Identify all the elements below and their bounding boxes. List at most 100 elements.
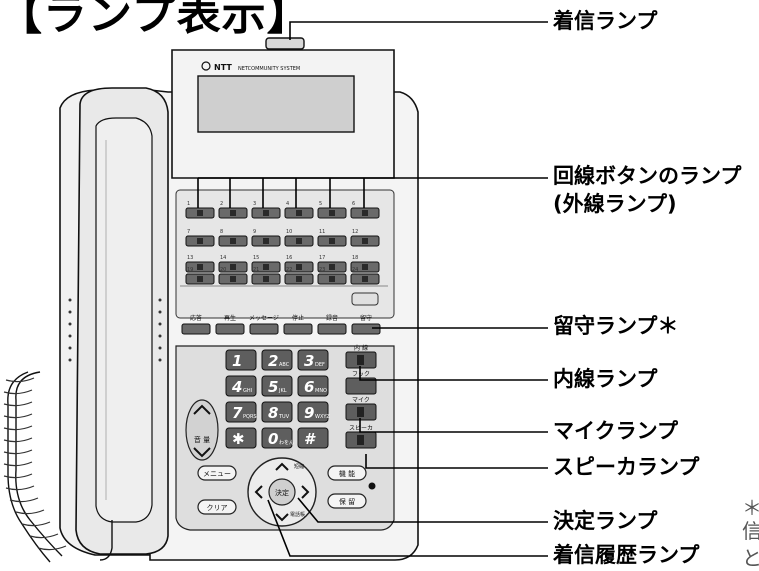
line-key[interactable]: 14 xyxy=(218,255,248,273)
line-key[interactable]: 13 xyxy=(185,255,215,273)
incoming-lamp xyxy=(265,37,305,50)
line-key[interactable]: 9 xyxy=(251,229,281,247)
line-lamp xyxy=(230,238,236,244)
line-key[interactable]: 18 xyxy=(350,255,380,273)
line-key[interactable]: 5 xyxy=(317,201,347,219)
line-lamp xyxy=(230,210,236,216)
line-key[interactable]: 16 xyxy=(284,255,314,273)
volume-rocker[interactable] xyxy=(185,399,219,461)
nav-down-label: 電話帳 xyxy=(290,511,305,518)
line-key[interactable]: 8 xyxy=(218,229,248,247)
line-key[interactable]: 17 xyxy=(317,255,347,273)
nav-down-icon xyxy=(275,513,289,522)
line-key[interactable]: 3 xyxy=(251,201,281,219)
line-key[interactable]: 24 xyxy=(350,267,380,285)
function-key-label: 録音 xyxy=(326,314,338,322)
dial-key-digit: 8 xyxy=(268,404,278,422)
line-key-number: 17 xyxy=(319,255,325,261)
leader-decide xyxy=(297,497,548,523)
line-lamp xyxy=(263,238,269,244)
function-key-label: 再生 xyxy=(224,314,236,322)
line-key-number: 1 xyxy=(187,201,190,207)
dial-key-digit: # xyxy=(304,430,316,448)
callout-mic-lamp: マイクランプ xyxy=(553,419,678,443)
dial-key-digit: 9 xyxy=(304,404,314,422)
line-key[interactable]: 4 xyxy=(284,201,314,219)
hold-button[interactable] xyxy=(327,493,367,509)
dial-key[interactable]: ✱ xyxy=(225,427,257,449)
function-key-label: 停止 xyxy=(292,314,304,322)
function-key-label: メッセージ xyxy=(249,315,279,322)
dial-key[interactable]: # xyxy=(297,427,329,449)
line-key[interactable]: 1 xyxy=(185,201,215,219)
decide-button[interactable] xyxy=(268,478,296,506)
function-key[interactable]: 留守 xyxy=(351,314,381,335)
line-key-number: 2 xyxy=(220,201,223,207)
side-key[interactable]: マイク xyxy=(345,397,377,421)
line-key-number: 5 xyxy=(319,201,322,207)
dial-key-letters: JKL xyxy=(278,388,287,394)
function-key[interactable]: 停止 xyxy=(283,314,313,335)
function-key[interactable]: 応答 xyxy=(181,314,211,335)
line-key-number: 20 xyxy=(220,267,226,273)
function-key[interactable]: 再生 xyxy=(215,314,245,335)
function-keys: 応答 再生 メッセージ 停止 録音 留守 xyxy=(181,314,381,335)
display-unit xyxy=(171,37,395,179)
side-key[interactable]: 内 線 xyxy=(345,344,377,369)
brand-label: NTT xyxy=(214,63,232,72)
line-lamp xyxy=(362,210,368,216)
line-key[interactable]: 12 xyxy=(350,229,380,247)
power-icon xyxy=(201,61,211,71)
line-key[interactable]: 6 xyxy=(350,201,380,219)
line-key-number: 16 xyxy=(286,255,292,261)
line-lamp xyxy=(263,276,269,282)
clear-button[interactable] xyxy=(197,499,237,515)
nav-up-icon xyxy=(275,462,289,471)
dial-key-letters: ABC xyxy=(279,362,290,368)
side-key-lamp xyxy=(357,355,364,365)
menu-button[interactable] xyxy=(197,465,237,481)
dial-key-letters: DEF xyxy=(315,362,325,368)
function-button[interactable] xyxy=(327,465,367,481)
callout-line-lamp-sub: (外線ランプ) xyxy=(553,192,677,216)
dial-key[interactable]: 1 xyxy=(225,349,257,371)
function-key[interactable]: 録音 xyxy=(317,314,347,335)
side-key[interactable]: スピーカ xyxy=(345,425,377,449)
nav-cluster[interactable] xyxy=(247,457,317,527)
menu-label: メニュー xyxy=(203,470,231,478)
line-key[interactable]: 11 xyxy=(317,229,347,247)
line-key[interactable]: 7 xyxy=(185,229,215,247)
line-lamp xyxy=(362,238,368,244)
line-key[interactable]: 15 xyxy=(251,255,281,273)
line-key[interactable]: 20 xyxy=(218,267,248,285)
dial-key-letters: PQRS xyxy=(243,414,257,420)
line-lamp xyxy=(263,210,269,216)
side-key[interactable]: フック xyxy=(345,371,377,395)
line-key[interactable]: 23 xyxy=(317,267,347,285)
line-key[interactable]: 22 xyxy=(284,267,314,285)
line-key[interactable]: 10 xyxy=(284,229,314,247)
function-key[interactable]: メッセージ xyxy=(249,315,279,335)
line-lamp xyxy=(329,276,335,282)
dial-key-letters: TUV xyxy=(278,414,290,420)
line-key[interactable]: 19 xyxy=(185,267,215,285)
line-lamp xyxy=(296,210,302,216)
line-key-number: 10 xyxy=(286,229,292,235)
callout-history-lamp: 着信履歴ランプ xyxy=(553,543,700,567)
line-key[interactable]: 2 xyxy=(218,201,248,219)
line-key[interactable]: 21 xyxy=(251,267,281,285)
dial-key-digit: 4 xyxy=(231,378,242,396)
handset[interactable] xyxy=(68,87,169,555)
dial-key-digit: 0 xyxy=(268,430,278,448)
line-lamp xyxy=(329,210,335,216)
